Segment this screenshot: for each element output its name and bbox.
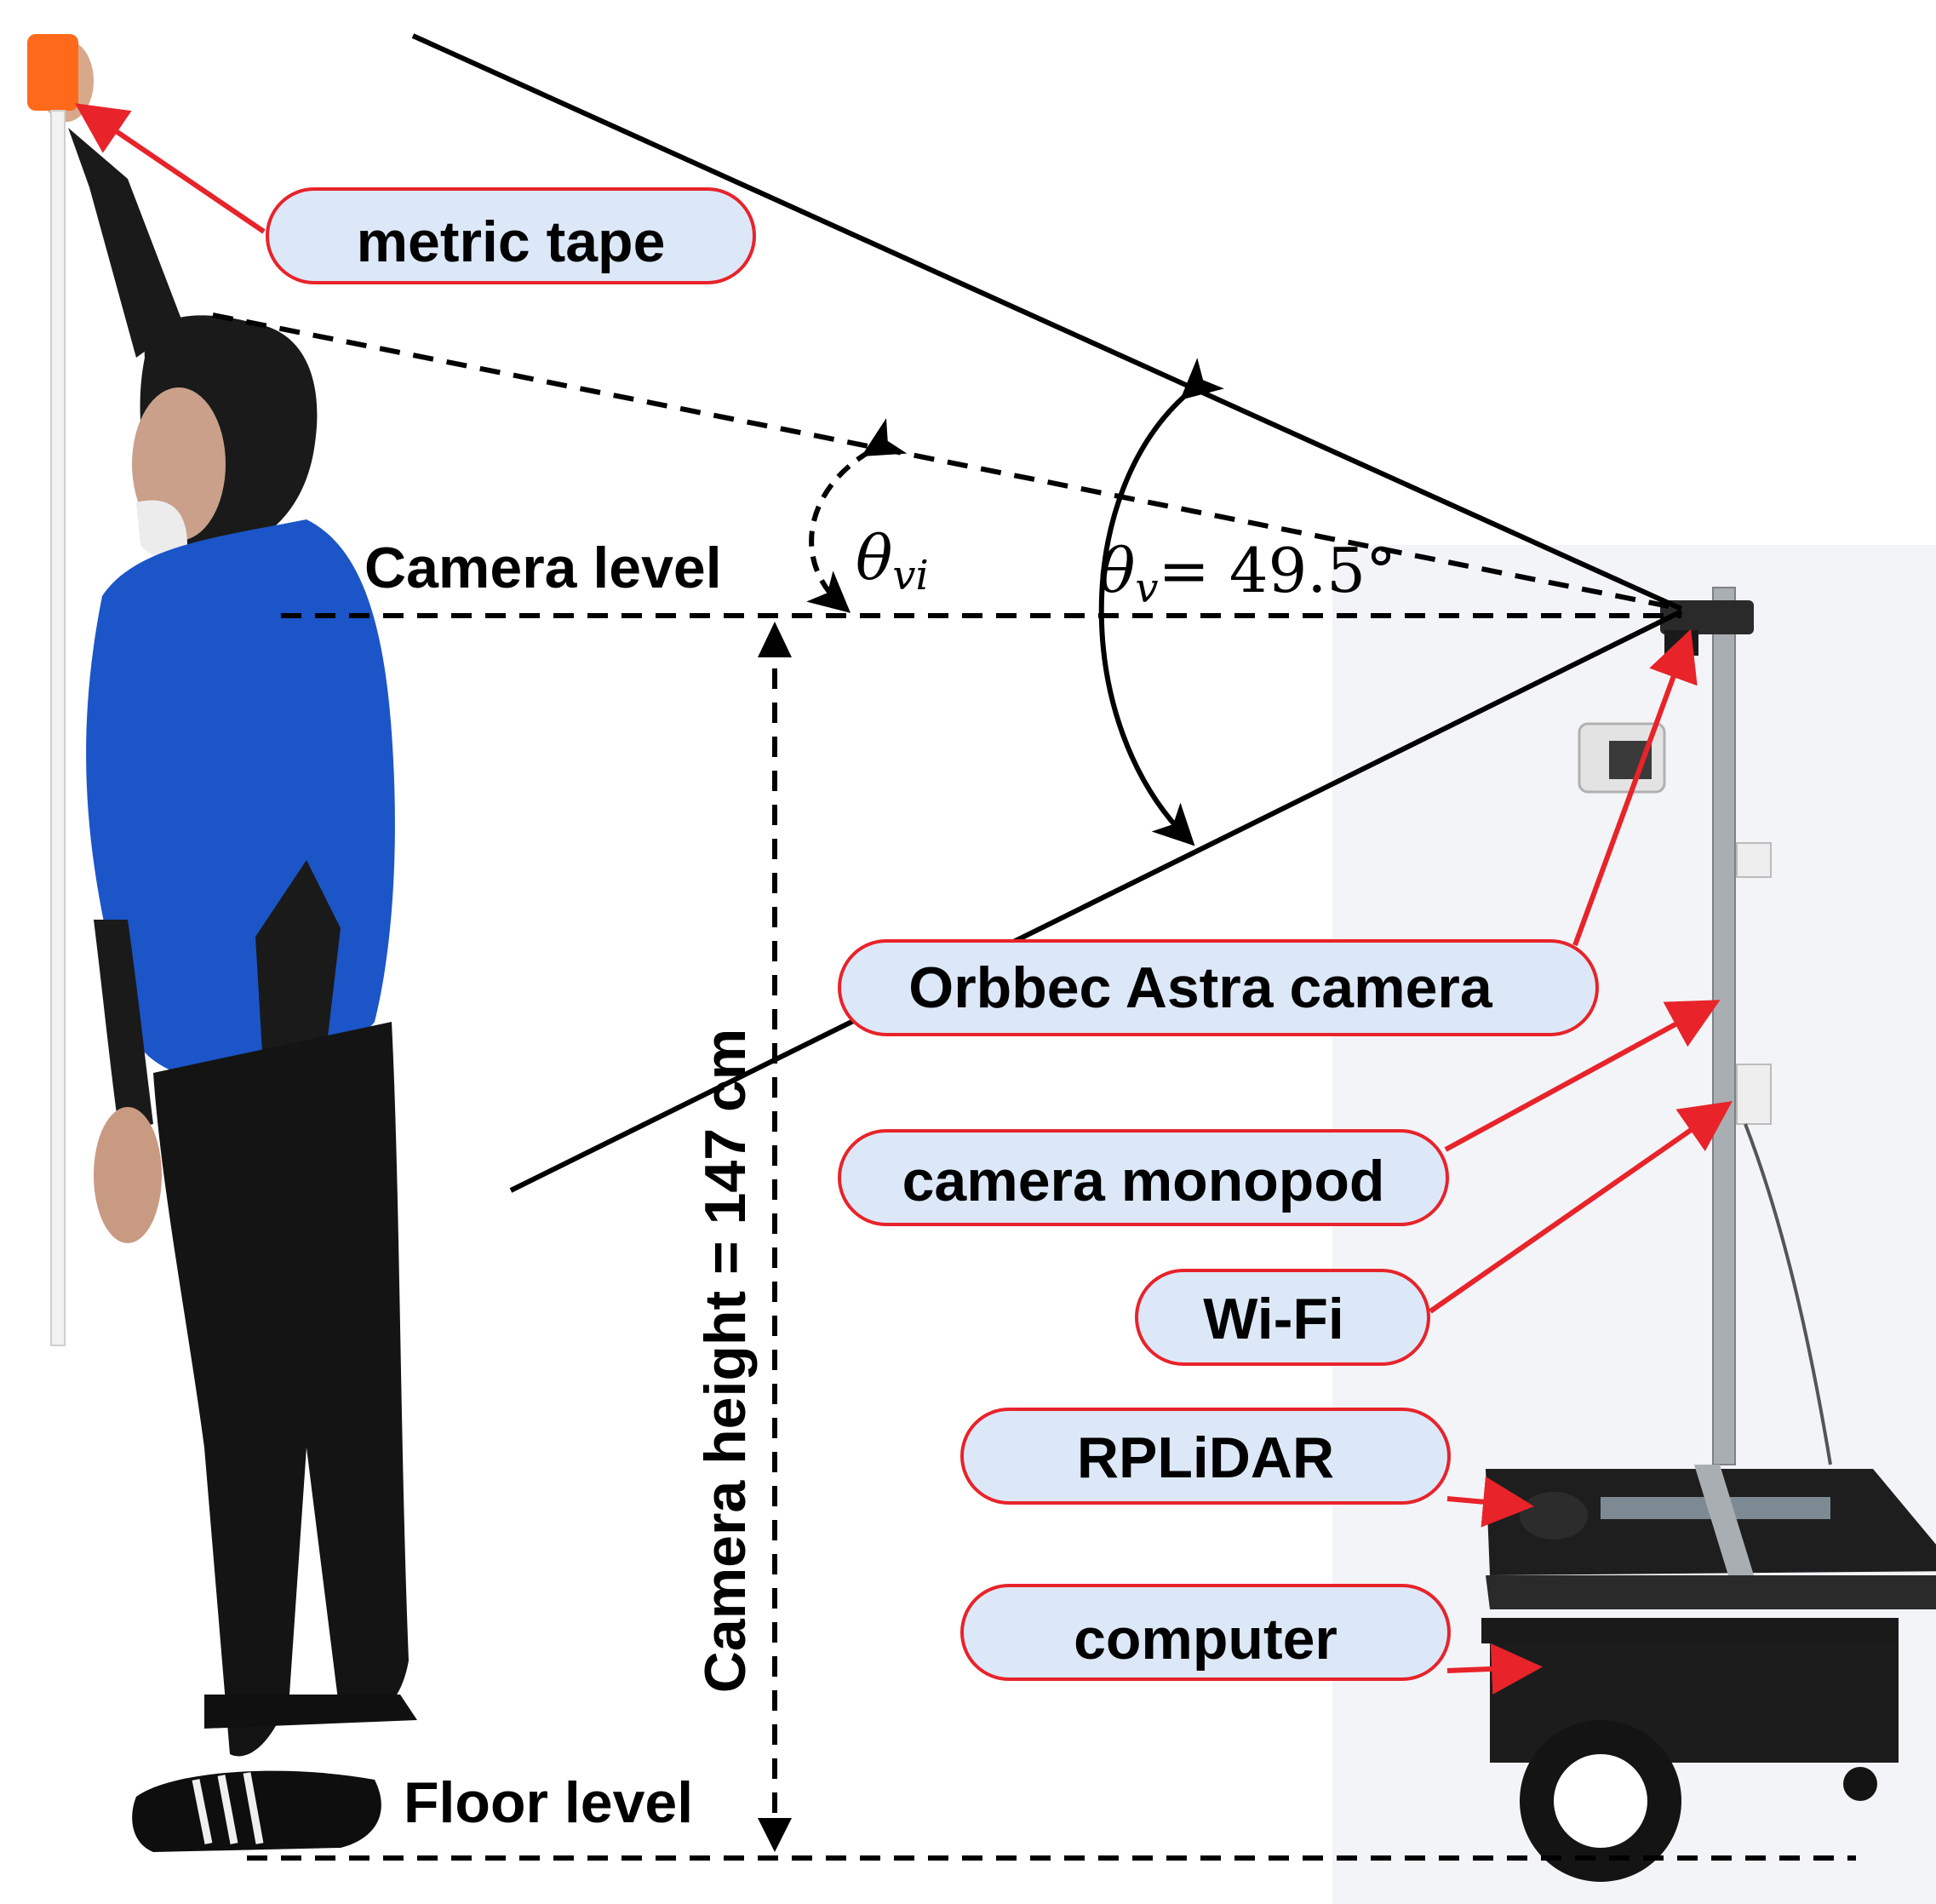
callout-monopod: camera monopod — [838, 1129, 1449, 1226]
arrow-lidar — [1446, 1476, 1534, 1528]
tape-measure-icon — [27, 34, 78, 111]
svg-text:RPLiDAR: RPLiDAR — [1077, 1425, 1334, 1490]
callout-lidar: RPLiDAR — [960, 1408, 1451, 1505]
svg-text:Wi-Fi: Wi-Fi — [1203, 1287, 1344, 1351]
svg-text:camera monopod: camera monopod — [902, 1149, 1385, 1213]
arrow-camera — [1572, 628, 1698, 947]
camera-monopod — [1712, 587, 1736, 1465]
arrow-monopod — [1444, 1000, 1721, 1152]
camera-level-label: Camera level — [364, 536, 722, 600]
arrow-metric-tape — [75, 103, 266, 234]
callout-arrows — [75, 103, 1733, 1695]
head-sight-dashed-line — [212, 313, 1682, 611]
robot-lower-deck — [1481, 1618, 1899, 1643]
arrow-computer — [1446, 1643, 1543, 1695]
callout-camera: Orbbec Astra camera — [838, 939, 1599, 1036]
svg-text:metric tape: metric tape — [357, 209, 666, 274]
robot-top-deck — [1486, 1469, 1936, 1575]
callout-computer: computer — [960, 1584, 1451, 1681]
camera-height-label: Camera height = 147 cm — [693, 1029, 758, 1693]
callout-metric-tape: metric tape — [266, 187, 756, 284]
rplidar-device — [1520, 1492, 1588, 1540]
fov-upper-line — [411, 33, 1683, 611]
fov-angle-arc — [1098, 358, 1224, 846]
floor-level-label: Floor level — [404, 1770, 693, 1835]
svg-text:computer: computer — [1074, 1607, 1337, 1672]
person-figure — [27, 34, 417, 1852]
callout-wifi: Wi-Fi — [1135, 1269, 1430, 1366]
svg-text:Orbbec Astra camera: Orbbec Astra camera — [908, 955, 1493, 1020]
fov-lower-line — [509, 609, 1683, 1193]
robot-figure — [1481, 587, 1936, 1882]
theta-v-label: θv= 49.5° — [1098, 535, 1396, 612]
orbbec-camera-body — [1660, 600, 1754, 634]
theta-vi-angle-arc — [806, 418, 908, 613]
arrow-wifi — [1429, 1101, 1733, 1314]
theta-vi-label: θvi — [856, 522, 929, 599]
